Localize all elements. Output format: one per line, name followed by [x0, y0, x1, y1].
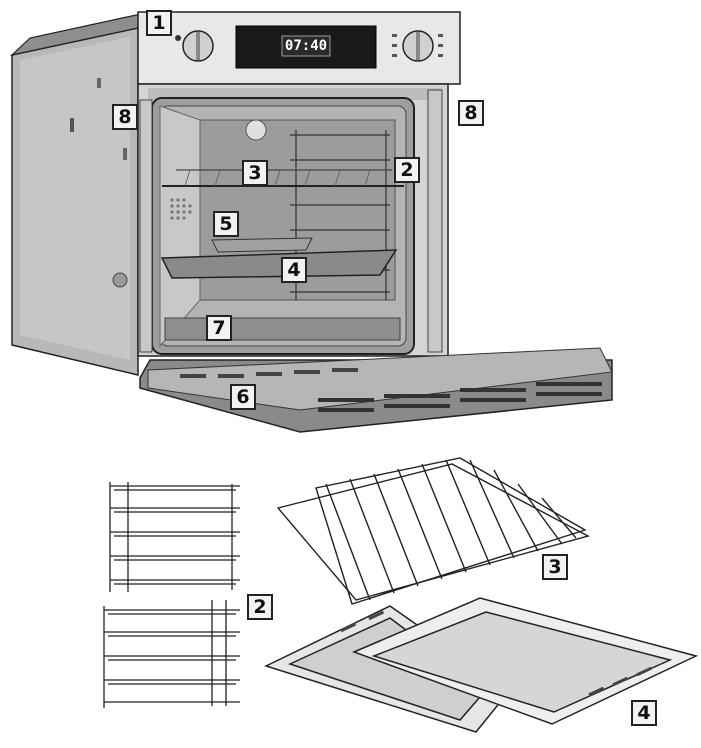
- callout-3-wire-shelf-part: 3: [542, 554, 568, 580]
- side-rack-upper: [109, 482, 240, 592]
- baking-tray-inside: [160, 249, 398, 279]
- callout-2-side-racks: 2: [394, 157, 420, 183]
- callout-3-wire-shelf: 3: [242, 160, 268, 186]
- callout-8-left-hinge: 8: [112, 104, 138, 130]
- callout-8-right-hinge: 8: [458, 100, 484, 126]
- callout-2-side-racks-part: 2: [247, 594, 273, 620]
- side-rack-lower: [103, 600, 240, 708]
- callout-6-door: 6: [230, 384, 256, 410]
- wire-shelf-part: [276, 457, 590, 605]
- callout-5-fan: 5: [213, 211, 239, 237]
- oven-clock-display: 07:40: [284, 38, 328, 54]
- callout-7-oven-floor: 7: [206, 315, 232, 341]
- callout-1-control-panel: 1: [146, 10, 172, 36]
- callout-4-baking-trays-part: 4: [631, 700, 657, 726]
- callout-4-baking-tray: 4: [281, 257, 307, 283]
- baking-tray-part: [263, 597, 699, 733]
